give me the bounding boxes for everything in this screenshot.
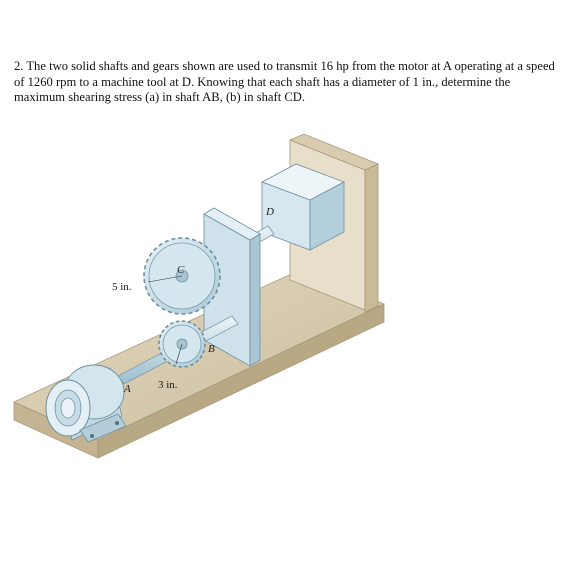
label-c: C xyxy=(177,264,185,276)
label-gear-c-radius: 5 in. xyxy=(112,281,132,293)
problem-statement: 2. The two solid shafts and gears shown … xyxy=(14,59,555,104)
gear-c xyxy=(143,237,221,315)
machine-tool-block xyxy=(261,163,345,251)
figure-labels: D C 5 in. B 3 in. A xyxy=(112,206,274,395)
label-a: A xyxy=(123,383,131,395)
motor xyxy=(45,364,127,443)
label-b: B xyxy=(208,343,215,355)
label-gear-b-radius: 3 in. xyxy=(158,379,178,391)
label-d: D xyxy=(265,206,274,218)
gear-b xyxy=(158,320,206,368)
shaft-gear-figure: D C 5 in. B 3 in. A xyxy=(13,133,385,459)
